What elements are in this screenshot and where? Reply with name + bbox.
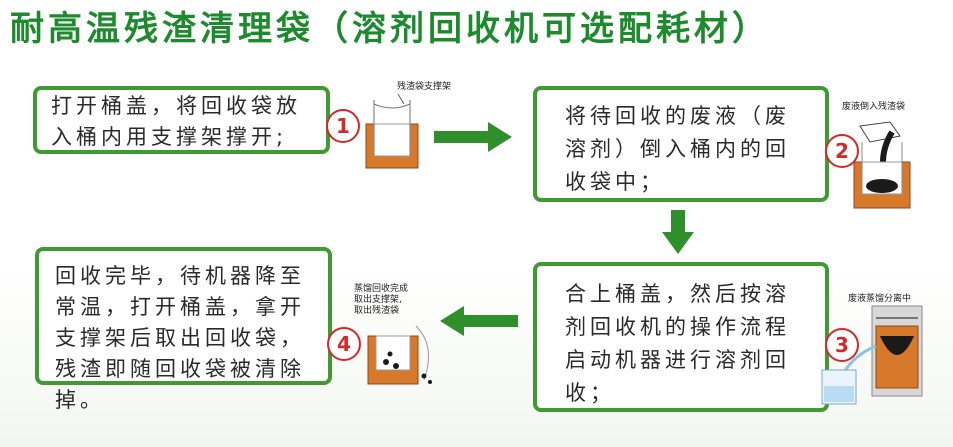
step-3-caption: 废液蒸馏分离中 — [848, 294, 912, 304]
step-4-caption-line: 取出支撑架, — [354, 295, 402, 305]
step-2-number-badge: 2 — [825, 134, 859, 168]
flow-arrow-down-icon — [662, 210, 694, 254]
step-4-caption: 蒸馏回收完成 取出支撑架, 取出残渣袋 — [354, 284, 408, 317]
step-2-caption: 废液倒入残渣袋 — [842, 102, 906, 112]
step-1-text: 打开桶盖，将回收袋放入桶内用支撑架撑开; — [51, 94, 301, 149]
step-4-box: 回收完毕，待机器降至常温，打开桶盖，拿开支撑架后取出回收袋，残渣即随回收袋被清除… — [35, 247, 332, 412]
removing-residue-bag-illustration — [367, 325, 432, 385]
page-title: 耐高温残渣清理袋（溶剂回收机可选配耗材） — [10, 9, 770, 49]
step-1-box: 打开桶盖，将回收袋放入桶内用支撑架撑开; — [33, 86, 330, 154]
step-3-number-badge: 3 — [825, 328, 859, 362]
bucket-with-support-frame-illustration — [365, 93, 419, 169]
step-4-caption-line: 取出残渣袋 — [354, 306, 400, 316]
step-1-caption: 残渣袋支撑架 — [397, 82, 452, 92]
step-2-text: 将待回收的废液（废溶剂）倒入桶内的回收袋中； — [565, 104, 790, 194]
step-3-box: 合上桶盖，然后按溶剂回收机的操作流程启动机器进行溶剂回收； — [533, 262, 829, 412]
step-3-text: 合上桶盖，然后按溶剂回收机的操作流程启动机器进行溶剂回收； — [565, 282, 790, 405]
step-2-box: 将待回收的废液（废溶剂）倒入桶内的回收袋中； — [533, 86, 829, 202]
flow-arrow-right-icon — [434, 122, 512, 152]
step-1-number-badge: 1 — [326, 109, 360, 143]
pouring-waste-liquid-illustration — [853, 121, 911, 209]
distillation-machine-illustration — [821, 305, 923, 405]
step-4-caption-line: 蒸馏回收完成 — [354, 284, 409, 294]
step-4-number-badge: 4 — [327, 327, 361, 361]
flow-arrow-left-icon — [440, 306, 518, 336]
step-4-text: 回收完毕，待机器降至常温，打开桶盖，拿开支撑架后取出回收袋，残渣即随回收袋被清除… — [55, 264, 305, 412]
